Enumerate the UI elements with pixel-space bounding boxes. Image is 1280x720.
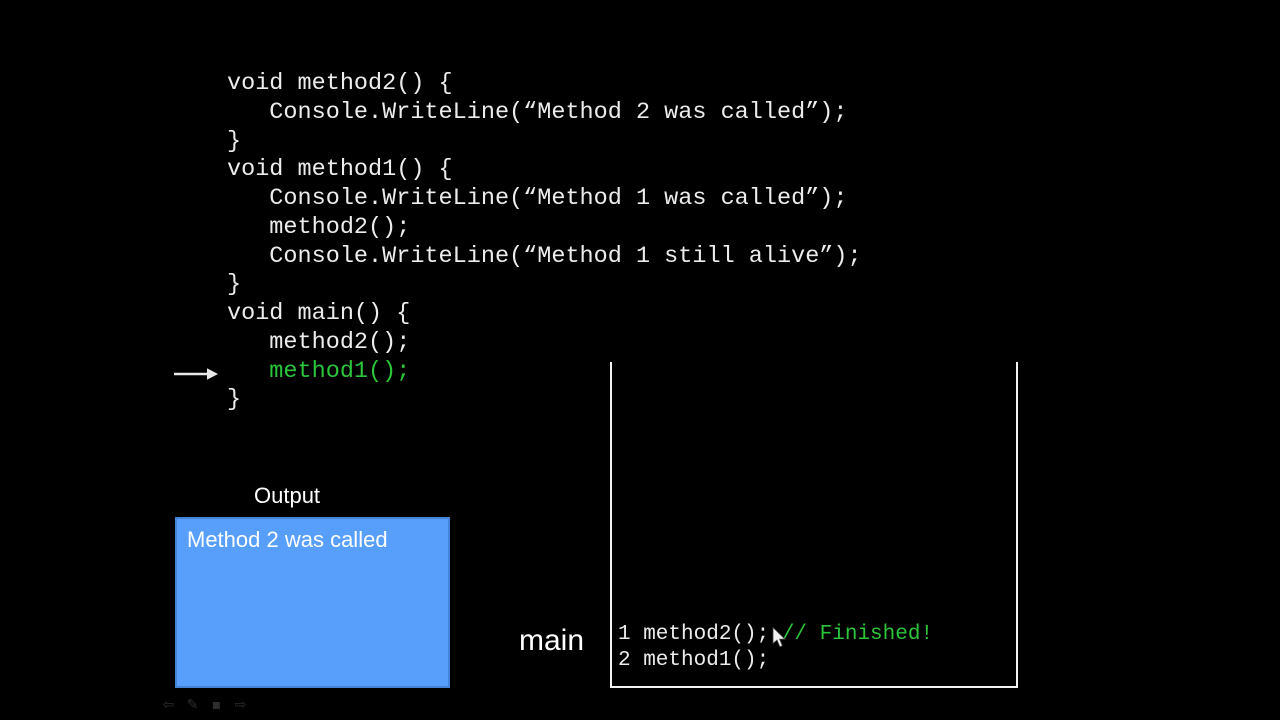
- stack-frame-line: 2 method1();: [618, 648, 933, 674]
- stack-frame-lines: 1 method2(); // Finished!2 method1();: [612, 622, 933, 686]
- pen-icon[interactable]: ✎: [186, 697, 199, 713]
- presenter-nav-bar: ⇦ ✎ ▪ ⇨: [161, 697, 248, 713]
- code-line: void method1() {: [227, 156, 453, 184]
- previous-slide-arrow-icon[interactable]: ⇦: [162, 697, 175, 713]
- stack-frame-comment: // Finished!: [781, 623, 934, 646]
- code-line: void method2() {: [227, 70, 453, 97]
- code-block: void method2() { Console.WriteLine(“Meth…: [227, 70, 862, 415]
- call-stack-box: 1 method2(); // Finished!2 method1();: [610, 362, 1018, 688]
- code-line: Console.WriteLine(“Method 1 was called”)…: [227, 185, 848, 212]
- code-line: Console.WriteLine(“Method 1 still alive”…: [227, 242, 862, 270]
- code-line: method2();: [227, 328, 411, 356]
- stack-frame-code: 1 method2();: [618, 623, 782, 646]
- code-line-current: method1();: [227, 357, 411, 385]
- mouse-cursor-icon: [772, 627, 786, 648]
- code-line: Console.WriteLine(“Method 2 was called”)…: [227, 98, 848, 126]
- output-label: Output: [254, 483, 321, 508]
- output-line: Method 2 was called: [187, 527, 388, 552]
- next-slide-arrow-icon[interactable]: ⇨: [234, 697, 247, 713]
- execution-pointer-arrow-icon: [174, 368, 218, 380]
- stack-frame-line: 1 method2(); // Finished!: [618, 622, 933, 648]
- code-line: }: [227, 386, 242, 414]
- code-line: void main() {: [227, 300, 411, 327]
- code-line: method2();: [227, 213, 411, 241]
- stack-frame-label: main: [519, 624, 585, 657]
- output-box: Method 2 was called: [175, 517, 450, 688]
- code-line: }: [227, 271, 242, 299]
- stack-frame-code: 2 method1();: [618, 649, 770, 672]
- slide-menu-icon[interactable]: ▪: [211, 697, 222, 713]
- code-line: }: [227, 127, 242, 155]
